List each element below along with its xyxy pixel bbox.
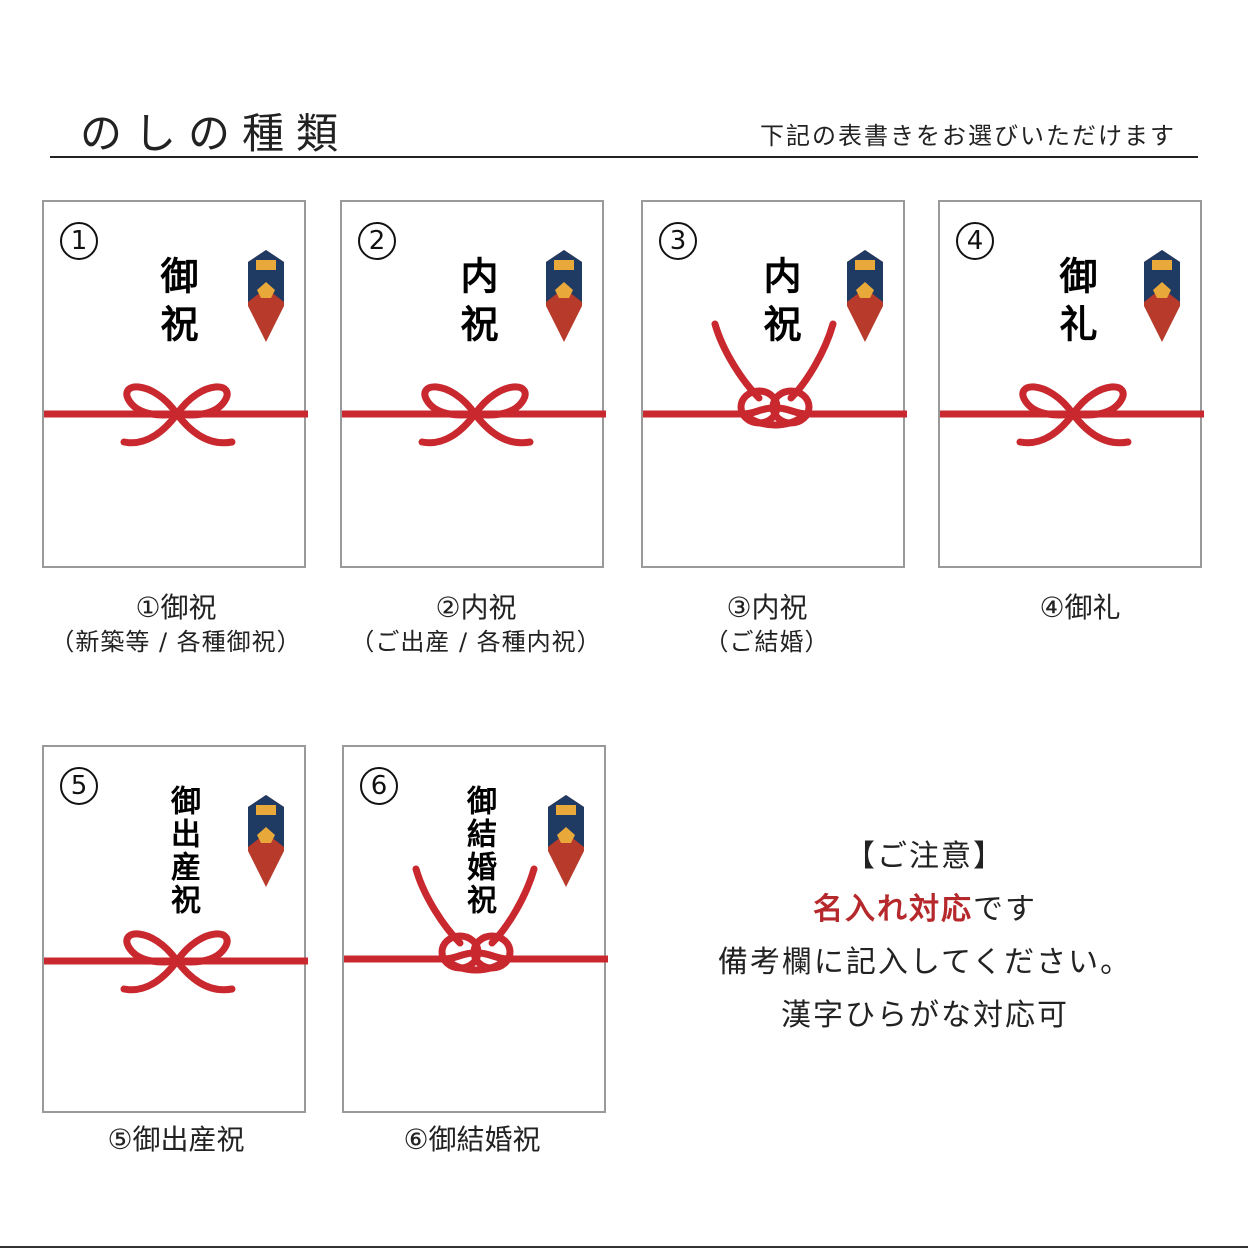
noshi-inscription: 御出産祝 <box>165 785 200 917</box>
card-number: 1 <box>60 222 98 260</box>
noshi-ornament-icon <box>1144 250 1180 342</box>
mizuhiki-bow-icon <box>342 383 606 447</box>
noshi-ornament-icon <box>548 795 584 887</box>
noshi-card-5-art <box>44 795 308 994</box>
notice-heading: 【ご注意】 <box>845 839 1005 874</box>
noshi-card-4[interactable]: 4 御礼 <box>938 200 1204 568</box>
mizuhiki-tied-knot-icon <box>344 865 608 974</box>
card-number: 2 <box>358 222 396 260</box>
card-number: 3 <box>659 222 697 260</box>
card-number: 4 <box>956 222 994 260</box>
caption-title: ⑤御出産祝 <box>107 1123 245 1156</box>
noshi-card-2-art <box>342 250 606 447</box>
caption-sub: （ご結婚） <box>704 628 830 656</box>
bottom-border <box>0 1246 1248 1248</box>
mizuhiki-tied-knot-icon <box>643 320 907 429</box>
caption-sub: （新築等 / 各種御祝） <box>50 628 302 656</box>
noshi-inscription: 御結婚祝 <box>461 785 496 917</box>
noshi-inscription: 内祝 <box>454 256 499 352</box>
notice-highlight: 名入れ対応 <box>813 892 973 927</box>
notice-line-1-rest: です <box>973 892 1037 927</box>
noshi-ornament-icon <box>847 250 883 342</box>
noshi-inscription: 御祝 <box>154 256 199 352</box>
caption-title: ③内祝 <box>726 591 808 624</box>
noshi-ornament-icon <box>546 250 582 342</box>
caption-title: ①御祝 <box>135 591 217 624</box>
noshi-card-3[interactable]: 3 内祝 <box>641 200 907 568</box>
notice-line-2: 備考欄に記入してください。 <box>717 945 1133 980</box>
noshi-card-6[interactable]: 6 御結婚祝 <box>342 745 608 1113</box>
caption-5: ⑤御出産祝 <box>16 1122 336 1158</box>
caption-title: ⑥御結婚祝 <box>403 1123 541 1156</box>
mizuhiki-bow-icon <box>44 383 308 447</box>
mizuhiki-bow-icon <box>44 930 308 994</box>
page-title: のしの種類 <box>80 109 351 158</box>
notice-line-1: 名入れ対応です <box>660 883 1190 936</box>
caption-sub: （ご出産 / 各種内祝） <box>350 628 602 656</box>
noshi-card-6-art <box>344 795 608 974</box>
header-divider <box>50 156 1198 158</box>
caption-1: ①御祝 （新築等 / 各種御祝） <box>16 590 336 658</box>
noshi-card-4-art <box>940 250 1204 447</box>
card-number: 5 <box>60 767 98 805</box>
caption-3: ③内祝 （ご結婚） <box>607 590 927 658</box>
noshi-inscription: 内祝 <box>757 256 802 352</box>
caption-title: ④御礼 <box>1039 591 1121 624</box>
noshi-inscription: 御礼 <box>1053 256 1098 352</box>
noshi-card-1[interactable]: 1 御祝 <box>42 200 308 568</box>
page-subtitle: 下記の表書きをお選びいただけます <box>760 122 1176 150</box>
caption-2: ②内祝 （ご出産 / 各種内祝） <box>316 590 636 658</box>
noshi-card-1-art <box>44 250 308 447</box>
noshi-card-2[interactable]: 2 内祝 <box>340 200 606 568</box>
mizuhiki-bow-icon <box>940 383 1204 447</box>
notice-box: 【ご注意】 名入れ対応です 備考欄に記入してください。 漢字ひらがな対応可 <box>660 830 1190 1042</box>
caption-title: ②内祝 <box>435 591 517 624</box>
noshi-ornament-icon <box>248 795 284 887</box>
caption-6: ⑥御結婚祝 <box>312 1122 632 1158</box>
noshi-card-3-art <box>643 250 907 429</box>
noshi-card-5[interactable]: 5 御出産祝 <box>42 745 308 1113</box>
caption-4: ④御礼 <box>920 590 1240 626</box>
noshi-ornament-icon <box>248 250 284 342</box>
card-number: 6 <box>360 767 398 805</box>
notice-line-3: 漢字ひらがな対応可 <box>781 998 1069 1033</box>
